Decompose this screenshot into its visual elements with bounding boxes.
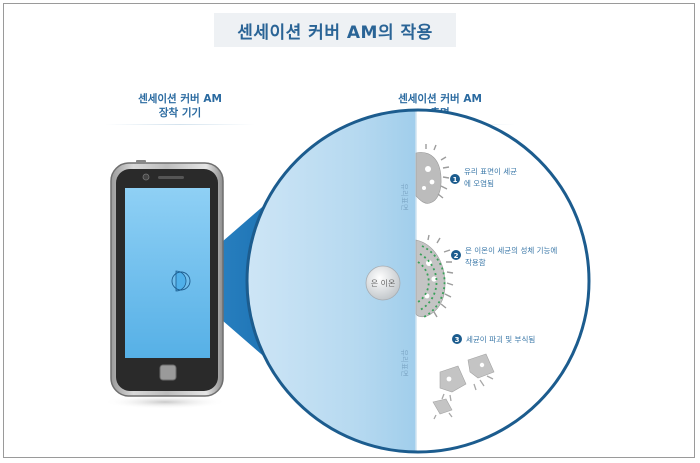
phone-device	[110, 160, 224, 397]
phone-shadow	[103, 395, 227, 409]
zoom-circle-border	[245, 108, 591, 454]
step-1-text-line2: 에 오염됨	[464, 179, 494, 188]
step-3-marker	[452, 334, 462, 344]
step-3-number: 3	[455, 336, 460, 344]
silver-ion-waves	[417, 245, 446, 319]
step-1: 1 유리 표면이 세균 에 오염됨	[450, 166, 517, 188]
step-2-text-line2: 작용함	[465, 257, 486, 267]
step-1-text-line1: 유리 표면이 세균	[464, 166, 517, 176]
bacterium-contaminating	[415, 144, 450, 204]
bacterium-destroyed	[432, 353, 495, 420]
side-label-line1: 센세이션 커버 AM	[398, 93, 482, 105]
glass-surface-label-top: 유리표면	[400, 183, 410, 211]
ion-label: 은 이온	[371, 278, 396, 288]
phone-camera	[142, 173, 150, 181]
step-1-number: 1	[453, 176, 458, 184]
step-2-text-line1: 은 이온이 세균의 성체 기능에	[465, 245, 557, 255]
step-3-text-line1: 세균이 파괴 및 부식됨	[466, 334, 535, 344]
step-1-marker	[450, 174, 460, 184]
device-label: 센세이션 커버 AM 장착 기기	[100, 92, 260, 120]
phone-side-key	[136, 160, 146, 164]
step-2-number: 2	[454, 252, 459, 260]
phone-screen	[125, 188, 210, 358]
zoom-circle	[247, 110, 589, 452]
glass-surface-label-bottom: 유리표면	[400, 349, 410, 377]
step-2: 2 은 이온이 세균의 성체 기능에 작용함	[451, 245, 557, 267]
device-label-line1: 센세이션 커버 AM	[138, 93, 222, 105]
phone-speaker	[158, 176, 184, 179]
device-label-line2: 장착 기기	[158, 107, 202, 119]
diagram-title-text: 센세이션 커버 AM의 작용	[237, 22, 433, 43]
diagram-title: 센세이션 커버 AM의 작용	[214, 13, 456, 47]
step-2-marker	[451, 250, 461, 260]
device-label-underline	[105, 124, 255, 125]
step-3: 3 세균이 파괴 및 부식됨	[452, 334, 535, 344]
phone-home-button	[159, 364, 177, 381]
silver-ion	[365, 265, 401, 301]
